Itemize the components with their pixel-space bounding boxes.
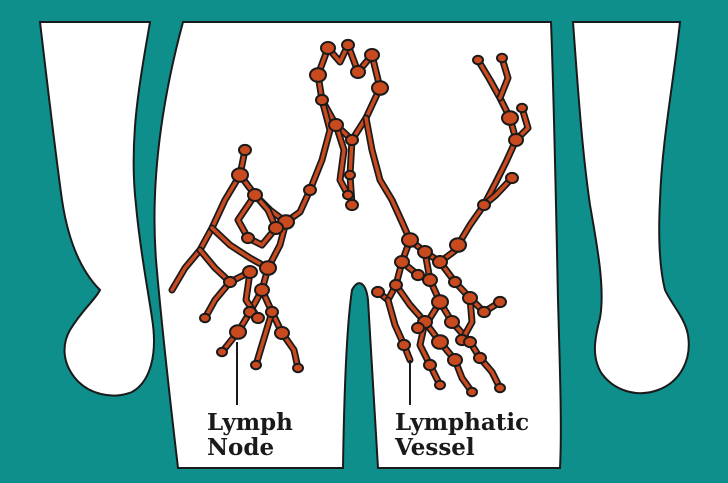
lymph-node	[448, 354, 462, 366]
lymph-node	[445, 316, 459, 328]
lymph-node-label-line-2: Node	[207, 435, 293, 460]
lymph-node	[342, 40, 354, 50]
lymph-node	[346, 135, 358, 145]
lymph-node	[248, 189, 262, 201]
lymph-node	[329, 119, 343, 131]
lymph-node	[423, 274, 437, 286]
lymph-node-label-line-1: Lymph	[207, 410, 293, 435]
lymph-node	[200, 314, 210, 323]
lymph-node	[424, 360, 436, 370]
lymph-node	[239, 145, 251, 155]
lymph-node	[474, 353, 486, 363]
lymph-node	[412, 323, 424, 333]
lymph-node	[402, 233, 418, 247]
lymph-node	[316, 95, 328, 105]
lymph-node	[433, 256, 447, 268]
lymph-node	[412, 270, 424, 280]
lymph-node	[497, 54, 507, 63]
lymph-node	[251, 361, 261, 370]
lymph-node	[506, 173, 518, 183]
lymph-node	[269, 222, 283, 234]
lymph-node	[467, 388, 477, 397]
lymph-node	[275, 327, 289, 339]
lymphatic-vessel-label-line-1: Lymphatic	[395, 410, 529, 435]
lymph-node	[432, 295, 448, 309]
lymph-node	[230, 325, 246, 339]
lymph-node	[255, 284, 269, 296]
lymph-node	[495, 384, 505, 393]
lymph-node	[478, 307, 490, 317]
lymph-node	[266, 307, 278, 317]
lymph-node	[390, 280, 402, 290]
lymph-node	[463, 292, 477, 304]
lymph-node	[310, 68, 326, 82]
lymph-node	[398, 340, 410, 350]
lymph-node	[252, 313, 264, 323]
lymph-node	[304, 185, 316, 195]
lymph-node	[351, 66, 365, 78]
lymph-node	[365, 49, 379, 61]
lymphatic-vessel-label-line-2: Vessel	[395, 435, 529, 460]
lymph-node	[435, 381, 445, 390]
lymph-node	[432, 335, 448, 349]
lymph-node	[464, 337, 476, 347]
lymph-node	[502, 111, 518, 125]
lymph-node	[321, 42, 335, 54]
lymph-node	[494, 297, 506, 307]
lymph-node	[224, 277, 236, 287]
lymph-node	[395, 256, 409, 268]
lymph-node	[418, 246, 432, 258]
lymph-node	[260, 261, 276, 275]
lymph-node	[473, 56, 483, 65]
lymph-node	[372, 287, 384, 297]
lymph-node	[242, 233, 254, 243]
lymph-node-label: Lymph Node	[207, 410, 293, 460]
lymph-node	[517, 104, 527, 113]
lymph-node	[345, 171, 355, 180]
lymphatic-vessel-label: Lymphatic Vessel	[395, 410, 529, 460]
lymph-node	[293, 364, 303, 373]
lymph-node	[509, 134, 523, 146]
lymph-node	[217, 348, 227, 357]
lymph-node	[343, 191, 353, 200]
lymph-node	[450, 238, 466, 252]
lymph-node	[372, 81, 388, 95]
lymph-node	[449, 277, 461, 287]
lymph-node	[478, 200, 490, 210]
lymph-node	[232, 168, 248, 182]
lymph-node	[243, 266, 257, 278]
lymph-node	[346, 200, 358, 210]
